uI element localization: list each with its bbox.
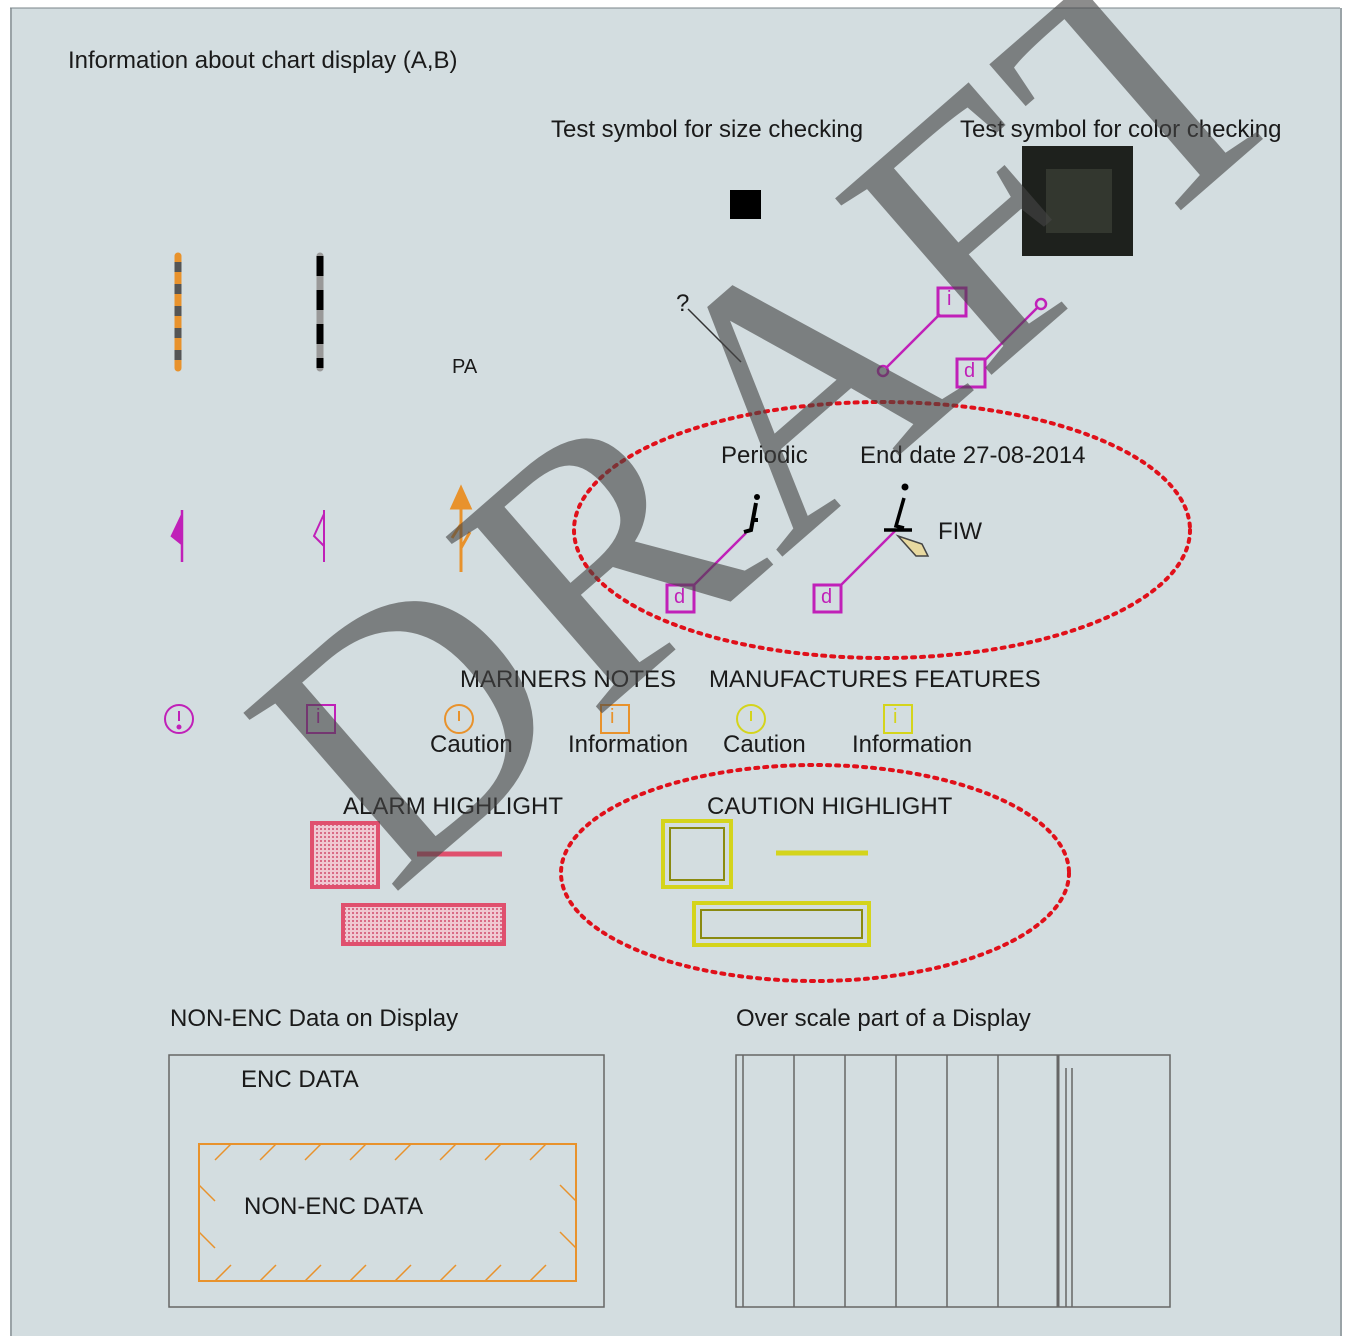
color-test-label: Test symbol for color checking xyxy=(960,116,1282,143)
unknown-object-line-icon xyxy=(687,308,742,363)
info-letter-magenta: i xyxy=(316,706,321,728)
enc-data-label: ENC DATA xyxy=(241,1066,359,1093)
date-letter-label-periodic: d xyxy=(674,586,686,608)
magenta-information-icon xyxy=(306,704,336,734)
caution-label-2: Caution xyxy=(723,731,806,758)
date-dependent-leader-icon xyxy=(955,297,1048,389)
yellow-caution-icon xyxy=(736,704,766,734)
orange-information-icon xyxy=(600,704,630,734)
caution-label-1: Caution xyxy=(430,731,513,758)
periodic-label: Periodic xyxy=(721,442,808,469)
orange-arrow-icon xyxy=(449,484,473,572)
caution-highlight-label: CAUTION HIGHLIGHT xyxy=(707,793,953,820)
enc-data-box xyxy=(168,1054,605,1308)
magenta-caution-icon xyxy=(164,704,194,734)
info-leader-icon xyxy=(876,286,968,378)
over-scale-box xyxy=(735,1054,1171,1308)
magenta-flag-filled-icon xyxy=(170,510,184,562)
date-letter-label-upper: d xyxy=(964,360,976,382)
size-test-label: Test symbol for size checking xyxy=(551,116,864,143)
information-label-2: Information xyxy=(852,731,973,758)
alarm-highlight-symbols xyxy=(310,821,506,946)
yellow-information-icon xyxy=(883,704,913,734)
non-enc-data-label: NON-ENC DATA xyxy=(244,1193,424,1220)
mariners-notes-label: MARINERS NOTES xyxy=(460,666,677,693)
manufactures-features-label: MANUFACTURES FEATURES xyxy=(709,666,1041,693)
periodic-highlight-ellipse xyxy=(572,400,1192,660)
non-enc-data-hatched-box xyxy=(198,1143,577,1282)
question-mark-label: ? xyxy=(676,290,690,317)
size-test-square-icon xyxy=(730,190,761,219)
fiw-label: FIW xyxy=(938,518,982,545)
end-date-label: End date 27-08-2014 xyxy=(860,442,1086,469)
page-title: Information about chart display (A,B) xyxy=(68,47,458,74)
periodic-info-icon xyxy=(665,494,760,614)
pa-label: PA xyxy=(452,356,478,378)
info-letter-label: i xyxy=(947,288,952,310)
magenta-flag-outline-icon xyxy=(312,510,325,562)
info-letter-yellow: i xyxy=(893,706,898,728)
color-test-square-inner-icon xyxy=(1046,169,1112,233)
non-enc-section-label: NON-ENC Data on Display xyxy=(170,1005,459,1032)
caution-highlight-ellipse xyxy=(559,763,1071,983)
info-letter-orange: i xyxy=(610,706,615,728)
caution-highlight-symbols xyxy=(661,819,871,947)
information-label-1: Information xyxy=(568,731,689,758)
orange-caution-icon xyxy=(444,704,474,734)
end-date-info-icon xyxy=(812,483,930,614)
date-letter-label-end-date: d xyxy=(821,586,833,608)
alarm-highlight-label: ALARM HIGHLIGHT xyxy=(343,793,564,820)
over-scale-section-label: Over scale part of a Display xyxy=(736,1005,1031,1032)
